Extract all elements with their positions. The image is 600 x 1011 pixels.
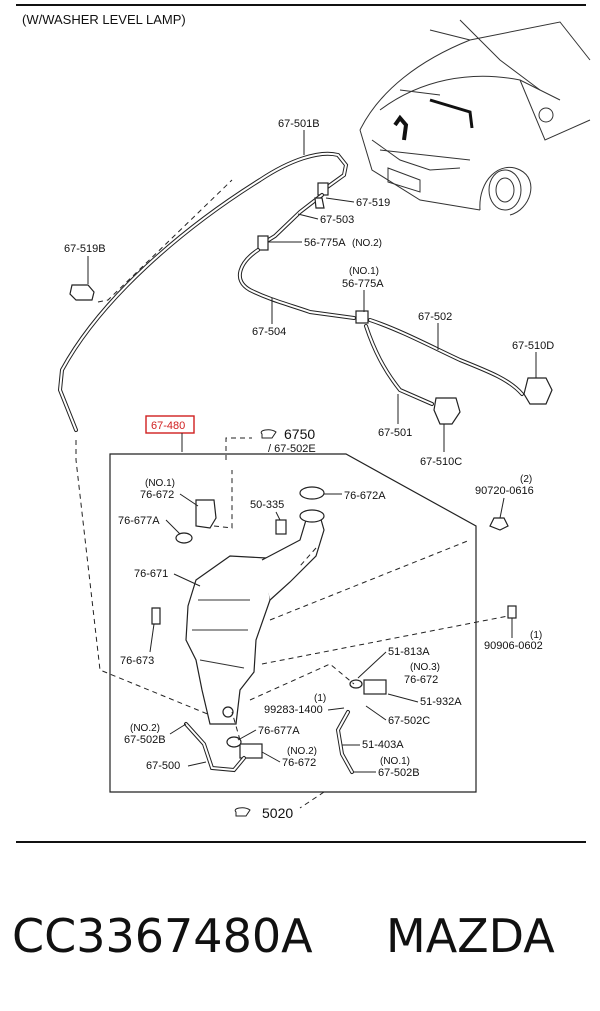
car-illustration [359, 19, 591, 216]
label-90906-0602: 90906-0602 [484, 640, 543, 652]
label-no1-a: (NO.1) [349, 266, 379, 277]
label-76-671: 76-671 [134, 568, 168, 580]
label-67-502B-right: 67-502B [378, 767, 420, 779]
check-valve-no2 [257, 235, 269, 251]
cap-76-672A [299, 486, 325, 500]
nozzle-67-510D [523, 377, 553, 405]
label-no1-b: (NO.1) [145, 478, 175, 489]
label-67-519B: 67-519B [64, 243, 106, 255]
check-valve-no1 [355, 310, 369, 324]
label-67-502B-left: 67-502B [124, 734, 166, 746]
label-99283-1400: 99283-1400 [264, 704, 323, 716]
label-76-672-no1: 76-672 [140, 489, 174, 501]
grommet-76-677A-top [175, 532, 193, 544]
label-67-501: 67-501 [378, 427, 412, 439]
label-no3: (NO.3) [410, 662, 440, 673]
hose-51-403A [335, 710, 354, 774]
label-67-510C: 67-510C [420, 456, 462, 468]
label-67-480: 67-480 [151, 420, 185, 432]
grommet-76-677A-bottom [226, 736, 242, 748]
label-67-502C: 67-502C [388, 715, 430, 727]
nozzle-67-519 [314, 197, 325, 209]
label-76-677A-top: 76-677A [118, 515, 160, 527]
label-51-403A: 51-403A [362, 739, 404, 751]
hose-67-501 [364, 324, 434, 406]
label-76-677A-bottom: 76-677A [258, 725, 300, 737]
label-67-500: 67-500 [146, 760, 180, 772]
label-76-672-no2: 76-672 [282, 757, 316, 769]
ref-6750: 6750 [284, 426, 315, 442]
label-76-672-no3: 76-672 [404, 674, 438, 686]
ref-67-502E: / 67-502E [268, 443, 316, 455]
label-90720-0616: 90720-0616 [475, 485, 534, 497]
pump-76-672-no1 [195, 499, 217, 529]
nozzle-67-510C [433, 397, 461, 425]
clip-90906-0602 [507, 605, 517, 619]
label-no2-a: (NO.2) [352, 238, 382, 249]
grommet-51-813A [349, 679, 363, 689]
label-qty-1-a: (1) [530, 630, 542, 641]
label-50-335: 50-335 [250, 499, 284, 511]
label-67-502: 67-502 [418, 311, 452, 323]
clip-50-335 [275, 519, 287, 535]
footer-part-number: CC3367480A [12, 909, 313, 963]
label-67-504: 67-504 [252, 326, 286, 338]
assembly-frame [109, 453, 477, 793]
label-51-932A: 51-932A [420, 696, 462, 708]
bolt-90720-0616 [489, 517, 509, 531]
label-qty-2: (2) [520, 474, 532, 485]
label-51-813A: 51-813A [388, 646, 430, 658]
label-76-672A: 76-672A [344, 490, 386, 502]
leader-hose-to-tank [75, 440, 211, 716]
label-no2-b: (NO.2) [130, 723, 160, 734]
label-no1-c: (NO.1) [380, 756, 410, 767]
hose-67-504 [237, 248, 356, 320]
nozzle-67-519B [69, 284, 95, 301]
leader-67-519B [97, 179, 233, 303]
label-67-501B: 67-501B [278, 118, 320, 130]
level-sensor-76-673 [151, 607, 161, 625]
label-no2-c: (NO.2) [287, 746, 317, 757]
ref-hand-icon-5020 [234, 807, 251, 817]
label-67-519: 67-519 [356, 197, 390, 209]
ref-hand-icon-6750 [260, 429, 277, 439]
footer-brand: MAZDA [386, 909, 555, 963]
label-qty-1-b: (1) [314, 693, 326, 704]
label-56-775A-no2: 56-775A [304, 237, 346, 249]
label-67-510D: 67-510D [512, 340, 554, 352]
diagram-title: (W/WASHER LEVEL LAMP) [22, 12, 186, 27]
hose-67-501B [57, 151, 349, 432]
pump-76-672-no3 [363, 679, 387, 695]
label-67-503: 67-503 [320, 214, 354, 226]
washer-tank-76-671 [185, 509, 325, 725]
hose-67-502 [368, 318, 524, 396]
ref-5020: 5020 [262, 805, 293, 821]
pump-76-672-no2 [239, 743, 263, 759]
hose-67-500 [184, 722, 246, 773]
label-76-673: 76-673 [120, 655, 154, 667]
highlight-box-67-480 [145, 415, 195, 434]
t-joint-upper [317, 182, 329, 196]
label-56-775A-no1: 56-775A [342, 278, 384, 290]
